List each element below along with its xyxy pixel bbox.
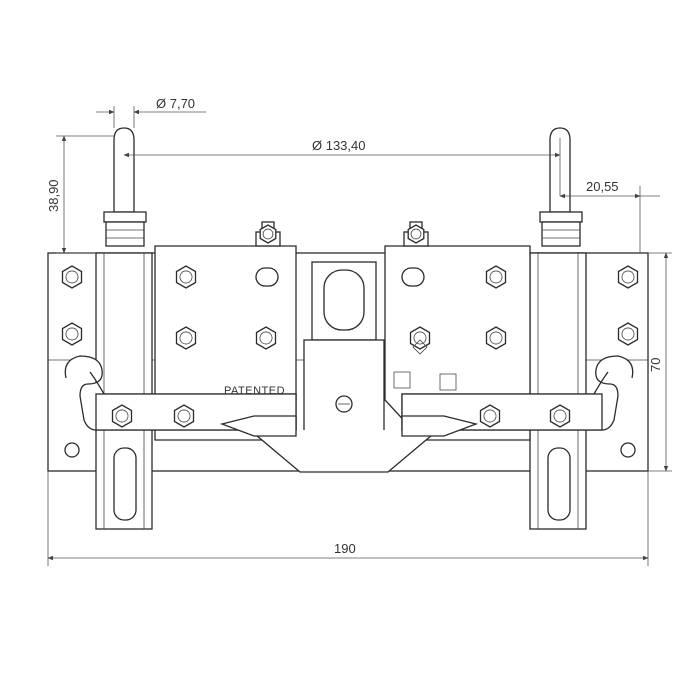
hex-bolt (617, 265, 639, 289)
hex-bolt (485, 326, 507, 350)
bolt-center (179, 331, 193, 345)
bolt-center (410, 228, 422, 240)
pin-diameter-label: Ø 7,70 (156, 96, 195, 111)
dimension-pin-height: 38,90 (46, 135, 114, 254)
hex-bolt (173, 404, 195, 428)
bolt-center (262, 228, 274, 240)
left-rail (95, 252, 153, 530)
hex-bolt (409, 326, 431, 350)
bolt-center (483, 409, 497, 423)
bolt-center (177, 409, 191, 423)
bolt-center (621, 327, 635, 341)
pin-height-label: 38,90 (46, 179, 61, 212)
hex-bolt (407, 224, 425, 244)
bolt-center (65, 270, 79, 284)
right-lever (401, 355, 634, 437)
bolt-center (489, 331, 503, 345)
bolt-center (179, 270, 193, 284)
dimension-pin-diameter: Ø 7,70 (96, 96, 206, 128)
pin-offset-label: 20,55 (586, 179, 619, 194)
overall-height-label: 70 (648, 358, 663, 372)
hex-bolt (61, 265, 83, 289)
overall-width-label: 190 (334, 541, 356, 556)
hex-bolt (485, 265, 507, 289)
hex-bolt (61, 322, 83, 346)
center-hinge (249, 261, 439, 473)
bolt-center (553, 409, 567, 423)
hex-bolt (479, 404, 501, 428)
bolt-center (259, 331, 273, 345)
hex-bolt (111, 404, 133, 428)
dimension-pin-spacing: Ø 133,40 (123, 138, 561, 158)
brand-logo (393, 339, 457, 391)
left-pin (103, 127, 147, 247)
bolts (61, 224, 639, 428)
right-rail (529, 252, 587, 530)
bolt-center (621, 270, 635, 284)
patented-stamp: PATENTED (224, 385, 285, 397)
mounting-holes (64, 267, 636, 458)
hex-bolt (175, 326, 197, 350)
bolt-center (489, 270, 503, 284)
dimension-overall-height: 70 (648, 252, 672, 472)
bolt-center (65, 327, 79, 341)
pin-spacing-label: Ø 133,40 (312, 138, 366, 153)
hex-bolt (259, 224, 277, 244)
hex-bolt (549, 404, 571, 428)
bolt-center (115, 409, 129, 423)
patented-text: PATENTED (224, 385, 285, 397)
dimension-pin-offset: 20,55 (559, 138, 660, 253)
dimension-overall-width: 190 (47, 471, 649, 566)
right-pin (539, 127, 583, 247)
hex-bolt (175, 265, 197, 289)
hex-bolt (255, 326, 277, 350)
bolt-center (413, 331, 427, 345)
hex-bolt (617, 322, 639, 346)
